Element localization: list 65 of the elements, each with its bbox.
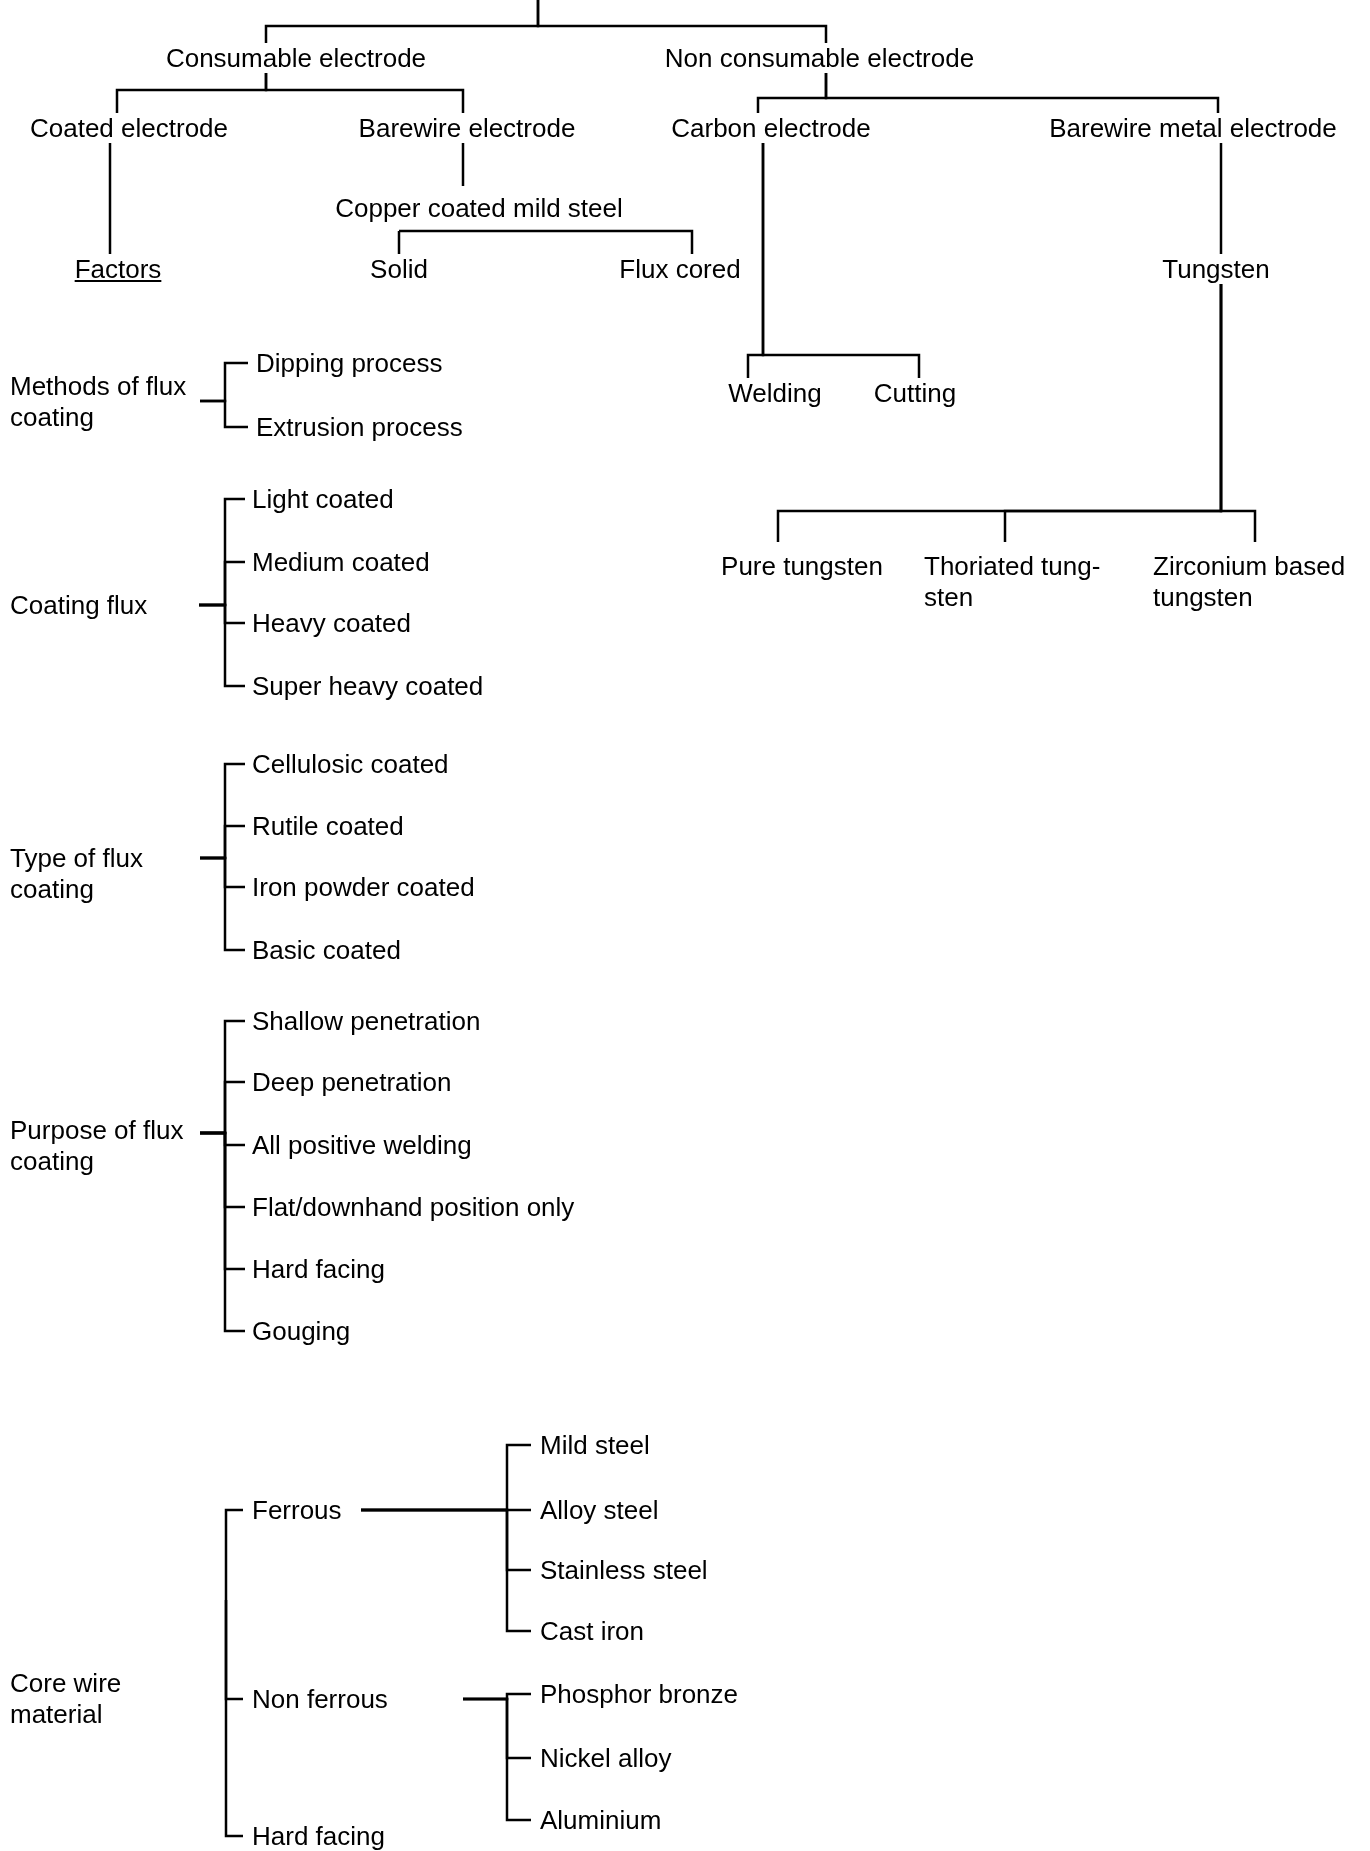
category-label: Hard facing <box>245 1254 605 1284</box>
category-label: Mild steel <box>531 1430 761 1460</box>
connector-line <box>200 1131 245 1333</box>
group-heading: Core wire material <box>10 1668 123 1730</box>
category-label: Shallow penetration <box>245 1006 605 1036</box>
category-label: Light coated <box>245 484 565 514</box>
category-label: Barewire electrode <box>354 113 580 143</box>
category-label: Basic coated <box>245 935 565 965</box>
connector-line <box>824 73 1220 113</box>
category-label: Coating flux <box>8 590 199 620</box>
category-label: Copper coated mild steel <box>328 186 630 231</box>
connector-line <box>536 0 828 43</box>
category-label: Alloy steel <box>531 1495 761 1525</box>
category-label: Super heavy coated <box>245 671 565 701</box>
connector-line <box>1219 143 1223 254</box>
category-label: Solid <box>366 254 432 284</box>
category-label: Aluminium <box>531 1805 761 1835</box>
connector-line <box>200 856 245 952</box>
category-label: Non consumable electrode <box>658 43 981 73</box>
connector-line <box>224 1508 243 1600</box>
category-label: Purpose of flux coating <box>8 1115 200 1177</box>
connector-line <box>463 1697 531 1822</box>
category-label: Stainless steel <box>531 1555 761 1585</box>
category-label: Factors <box>72 254 164 284</box>
category-label: Deep penetration <box>245 1067 605 1097</box>
category-label: Phosphor bronze <box>531 1679 761 1709</box>
connector-line <box>199 603 245 688</box>
category-label: Rutile coated <box>245 811 565 841</box>
connector-line <box>200 399 248 429</box>
category-label: Nickel alloy <box>531 1743 761 1773</box>
category-label: Cutting <box>870 378 960 408</box>
connector-line <box>224 1600 243 1838</box>
connector-line <box>397 229 694 254</box>
category-label: Cellulosic coated <box>245 749 565 779</box>
connector-line <box>264 73 465 113</box>
category-label: Pure tungsten <box>716 542 888 590</box>
category-label: Type of flux coating <box>8 843 200 905</box>
category-label: Flat/downhand position only <box>245 1192 605 1222</box>
category-label: Thoriated tung- sten <box>920 542 1110 622</box>
category-label: All positive welding <box>245 1130 605 1160</box>
category-label: Heavy coated <box>245 608 565 638</box>
category-label: Methods of flux coating <box>8 371 200 433</box>
category-label: Welding <box>724 378 826 408</box>
category-label: Iron powder coated <box>245 872 565 902</box>
category-label: Coated electrode <box>26 113 232 143</box>
connector-line <box>108 143 112 254</box>
category-label: Non ferrous <box>243 1684 463 1714</box>
category-label: Flux cored <box>614 254 746 284</box>
connector-line <box>761 143 921 378</box>
category-label: Carbon electrode <box>666 113 876 143</box>
category-label: Dipping process <box>248 348 608 378</box>
connector-line <box>361 1508 531 1633</box>
category-label: Consumable electrode <box>160 43 432 73</box>
category-label: Hard facing <box>243 1821 403 1851</box>
category-label: Zirconium based tungsten <box>1150 542 1360 622</box>
category-label: Gouging <box>245 1316 605 1346</box>
category-label: Extrusion process <box>248 412 608 442</box>
category-label: Tungsten <box>1158 254 1274 284</box>
connector-line <box>461 143 465 186</box>
connector-line <box>397 229 401 254</box>
category-label: Medium coated <box>245 547 565 577</box>
connector-line <box>1219 284 1257 542</box>
category-label: Barewire metal electrode <box>1043 113 1343 143</box>
category-label: Cast iron <box>531 1616 761 1646</box>
category-label: Ferrous <box>243 1495 361 1525</box>
